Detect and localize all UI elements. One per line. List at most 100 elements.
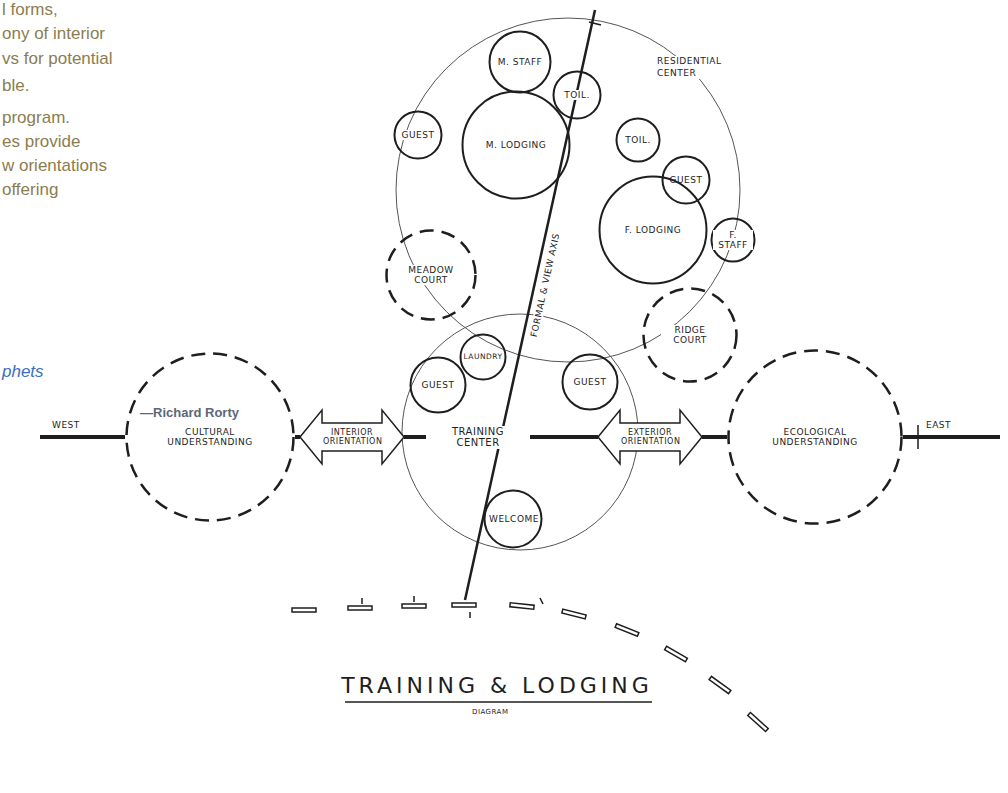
program-circle: M. STAFF xyxy=(488,30,552,94)
quote-text: offering xyxy=(2,180,58,200)
node-body: F. LODGING xyxy=(598,175,708,285)
residential-outline xyxy=(396,18,740,362)
node-text: CULTURAL UNDERSTANDING xyxy=(159,427,261,448)
orientation-arrow: EXTERIOR ORIENTATION xyxy=(598,410,702,464)
court-circle: ECOLOGICAL UNDERSTANDING xyxy=(727,349,903,525)
quote-text: vs for potential xyxy=(2,49,113,69)
node-text: M. LODGING xyxy=(485,140,548,150)
circle-outline xyxy=(490,32,551,93)
circle-outline xyxy=(411,358,466,413)
node-text: TOIL. xyxy=(624,135,652,145)
circle-outline xyxy=(485,491,542,548)
quote-text: ony of interior xyxy=(2,24,105,44)
circle-outline xyxy=(463,92,570,199)
node-text: F. STAFF xyxy=(713,230,753,251)
circle-outline xyxy=(617,119,660,162)
program-circle: WELCOME xyxy=(483,489,543,549)
node-text: M. STAFF xyxy=(497,57,544,67)
circle-outline xyxy=(127,354,294,521)
node-body: MEADOW COURT xyxy=(385,229,477,321)
node-text: INTERIOR ORIENTATION xyxy=(322,428,382,446)
axis-connector xyxy=(530,437,598,438)
node-body: GUEST xyxy=(409,356,467,414)
court-circle: CULTURAL UNDERSTANDING xyxy=(125,352,295,522)
double-arrow-outline xyxy=(300,410,404,464)
program-circle: F. LODGING xyxy=(598,175,708,285)
node-body: GUEST xyxy=(561,353,619,411)
circle-outline xyxy=(461,335,506,380)
circle-outline xyxy=(712,219,755,262)
node-body: RIDGE COURT xyxy=(642,287,738,383)
circle-outline xyxy=(600,177,707,284)
diagram-title: TRAINING & LODGING xyxy=(341,673,653,698)
node-body: CULTURAL UNDERSTANDING xyxy=(125,352,295,522)
court-circle: RIDGE COURT xyxy=(642,287,738,383)
circle-outline xyxy=(563,355,618,410)
circle-outline xyxy=(387,231,476,320)
node-body: GUEST xyxy=(661,155,711,205)
circle-outline xyxy=(729,351,902,524)
node-text: F. LODGING xyxy=(624,225,683,235)
node-text: RIDGE COURT xyxy=(661,325,719,346)
node-text: ECOLOGICAL UNDERSTANDING xyxy=(759,427,871,448)
program-circle: TOIL. xyxy=(615,117,661,163)
program-circle: M. LODGING xyxy=(461,90,571,200)
double-arrow-outline xyxy=(598,410,702,464)
node-text: GUEST xyxy=(421,380,456,390)
sketch-label: EAST xyxy=(924,420,953,430)
node-body: F. STAFF xyxy=(710,217,756,263)
axis-line xyxy=(702,435,727,439)
quote-text: es provide xyxy=(2,132,80,152)
quote-text: ble. xyxy=(2,76,29,96)
quote-author: —Richard Rorty xyxy=(140,405,239,420)
node-body: TRAINING CENTER xyxy=(426,420,530,454)
footprint-dashes xyxy=(292,596,768,732)
node-body: INTERIOR ORIENTATION xyxy=(300,410,404,464)
circle-outline xyxy=(644,289,737,382)
west-axis xyxy=(40,435,125,439)
axis-line xyxy=(530,435,598,439)
axis-line xyxy=(404,435,426,439)
view-axis xyxy=(465,10,595,600)
node-text: GUEST xyxy=(573,377,608,387)
title-underline xyxy=(345,701,652,703)
center-label: TRAINING CENTER xyxy=(426,420,530,454)
sketch-label: RESIDENTIAL CENTER xyxy=(655,56,739,79)
axis-tick xyxy=(589,22,601,25)
quote-text: program. xyxy=(2,108,70,128)
quote-text: l forms, xyxy=(2,0,58,20)
node-body: LAUNDRY xyxy=(459,333,507,381)
circle-outline xyxy=(395,112,442,159)
sketch-label: WEST xyxy=(50,420,82,430)
sketch-label: DIAGRAM xyxy=(470,708,510,716)
circle-outline xyxy=(554,72,601,119)
program-circle: GUEST xyxy=(409,356,467,414)
node-text: MEADOW COURT xyxy=(402,265,460,286)
program-circle: GUEST xyxy=(661,155,711,205)
node-body: WELCOME xyxy=(483,489,543,549)
quote-text: phets xyxy=(2,362,44,382)
node-text: LAUNDRY xyxy=(462,353,503,362)
orientation-arrow: INTERIOR ORIENTATION xyxy=(300,410,404,464)
axis-connector xyxy=(404,437,426,438)
program-circle: LAUNDRY xyxy=(459,333,507,381)
axis-connector xyxy=(702,437,727,438)
axis-tick xyxy=(917,425,919,449)
node-text: TRAINING CENTER xyxy=(429,426,527,449)
quote-text: w orientations xyxy=(2,156,107,176)
court-circle: MEADOW COURT xyxy=(385,229,477,321)
node-text: GUEST xyxy=(401,130,436,140)
node-text: TOIL. xyxy=(563,90,591,100)
node-body: M. LODGING xyxy=(461,90,571,200)
node-body: GUEST xyxy=(393,110,443,160)
program-circle: F. STAFF xyxy=(710,217,756,263)
program-circle: GUEST xyxy=(393,110,443,160)
program-circle: GUEST xyxy=(561,353,619,411)
node-body: TOIL. xyxy=(615,117,661,163)
node-body: ECOLOGICAL UNDERSTANDING xyxy=(727,349,903,525)
node-body: M. STAFF xyxy=(488,30,552,94)
node-body: EXTERIOR ORIENTATION xyxy=(598,410,702,464)
node-text: WELCOME xyxy=(488,514,538,524)
node-text: EXTERIOR ORIENTATION xyxy=(620,428,680,446)
